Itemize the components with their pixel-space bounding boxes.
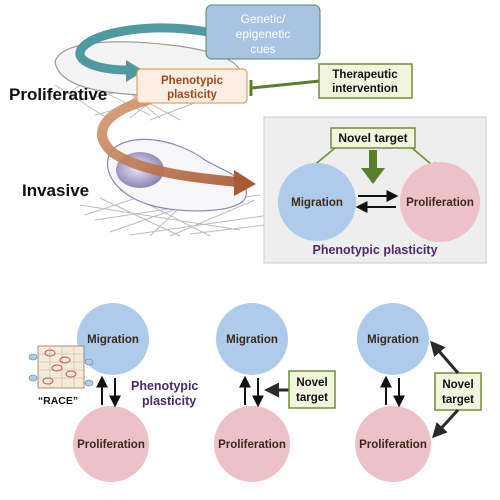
inset-proliferation-label: Proliferation (406, 197, 474, 209)
bl-plasticity-line1: Phenotypic (131, 379, 198, 393)
bm-migration-node (216, 303, 288, 375)
cues-curved-arrowhead (126, 60, 144, 82)
transition-arrowhead (234, 170, 256, 196)
bm-proliferation-node (214, 406, 290, 482)
bl-migration-label: Migration (87, 334, 139, 346)
race-thumbnail-illustration (28, 345, 94, 389)
bm-novel-line1: Novel (296, 377, 327, 389)
inhibition-line (250, 79, 321, 90)
transition-curved-arrow (97, 95, 243, 187)
inset-thick-arrow-shaft (369, 150, 377, 170)
br-proliferation-node (355, 406, 431, 482)
proliferative-label: Proliferative (9, 85, 107, 104)
inset-migration-node (278, 163, 356, 241)
cues-curved-arrow (75, 23, 213, 75)
bl-proliferation-node (73, 406, 149, 482)
inset-thick-arrowhead (361, 168, 385, 184)
invasive-label: Invasive (22, 181, 89, 200)
phenotypic-plasticity-box (136, 68, 248, 104)
inset-novel-target-label: Novel target (338, 131, 407, 145)
race-label: “RACE” (38, 395, 78, 407)
br-arrow-to-proliferation (431, 408, 460, 439)
br-migration-node (357, 303, 429, 375)
br-novel-line1: Novel (442, 379, 473, 391)
br-novel-line2: target (442, 394, 474, 406)
cues-label-line1: Genetic/ (241, 12, 286, 26)
bm-proliferation-label: Proliferation (218, 439, 286, 451)
bm-migration-label: Migration (226, 334, 278, 346)
therapy-label-line1: Therapeutic (332, 69, 398, 81)
bm-novel-target-box (288, 370, 336, 409)
cues-box (205, 4, 321, 60)
therapeutic-intervention-box (318, 63, 413, 99)
plasticity-label-line1: Phenotypic (161, 75, 224, 87)
bl-plasticity-line2: plasticity (142, 394, 196, 408)
inset-proliferation-node (400, 162, 480, 242)
bl-migration-node (77, 303, 149, 375)
cues-label-line3: cues (250, 42, 275, 56)
inset-migration-label: Migration (291, 197, 343, 209)
br-arrow-to-migration (430, 340, 460, 374)
br-migration-label: Migration (367, 334, 419, 346)
novel-target-box (330, 127, 416, 149)
plasticity-label-line2: plasticity (167, 89, 217, 101)
bl-proliferation-label: Proliferation (77, 439, 145, 451)
inset-caption: Phenotypic plasticity (312, 243, 437, 257)
cues-label-line2: epigenetic (236, 27, 291, 41)
bm-novel-line2: target (296, 392, 328, 404)
therapy-label-line2: intervention (332, 83, 398, 95)
br-proliferation-label: Proliferation (359, 439, 427, 451)
br-novel-target-box (434, 372, 482, 411)
